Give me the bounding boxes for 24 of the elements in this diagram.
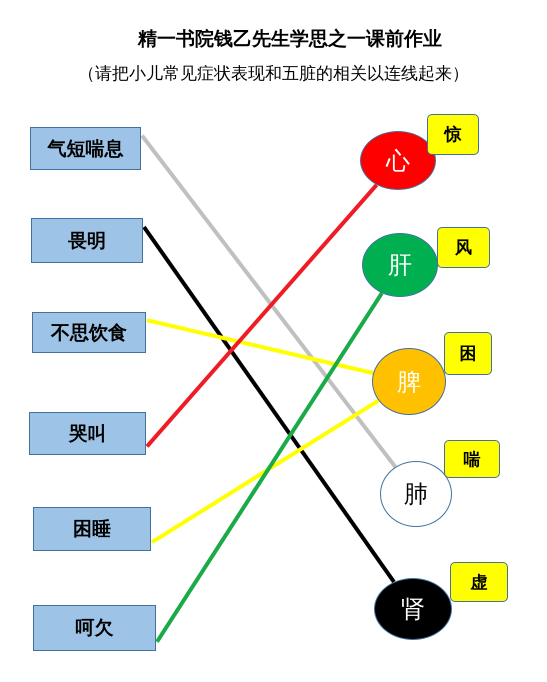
organ-circle: 肝 <box>362 233 438 297</box>
organ-circle: 脾 <box>372 348 446 415</box>
tag-box: 惊 <box>427 114 479 155</box>
organ-circle: 心 <box>360 131 436 190</box>
organ-circle: 肺 <box>380 461 452 527</box>
connector-line <box>146 184 378 448</box>
tag-box: 困 <box>444 332 492 375</box>
symptom-box: 哭叫 <box>29 412 146 455</box>
subtitle: （请把小儿常见症状表现和五脏的相关以连线起来） <box>77 63 470 85</box>
connector-line <box>146 318 374 376</box>
tag-box: 喘 <box>444 440 500 478</box>
symptom-box: 畏明 <box>31 218 143 263</box>
organ-circle: 肾 <box>374 578 452 640</box>
connector-line <box>142 226 396 584</box>
connector-line <box>155 292 384 643</box>
tag-box: 虚 <box>450 562 508 602</box>
connector-line <box>140 134 397 468</box>
symptom-box: 呵欠 <box>33 605 156 651</box>
tag-box: 风 <box>437 227 490 268</box>
symptom-box: 不思饮食 <box>32 312 146 353</box>
symptom-box: 气短喘息 <box>30 127 141 170</box>
title: 精一书院钱乙先生学思之一课前作业 <box>136 27 443 52</box>
connector-line <box>150 398 380 544</box>
symptom-box: 困睡 <box>33 507 151 551</box>
